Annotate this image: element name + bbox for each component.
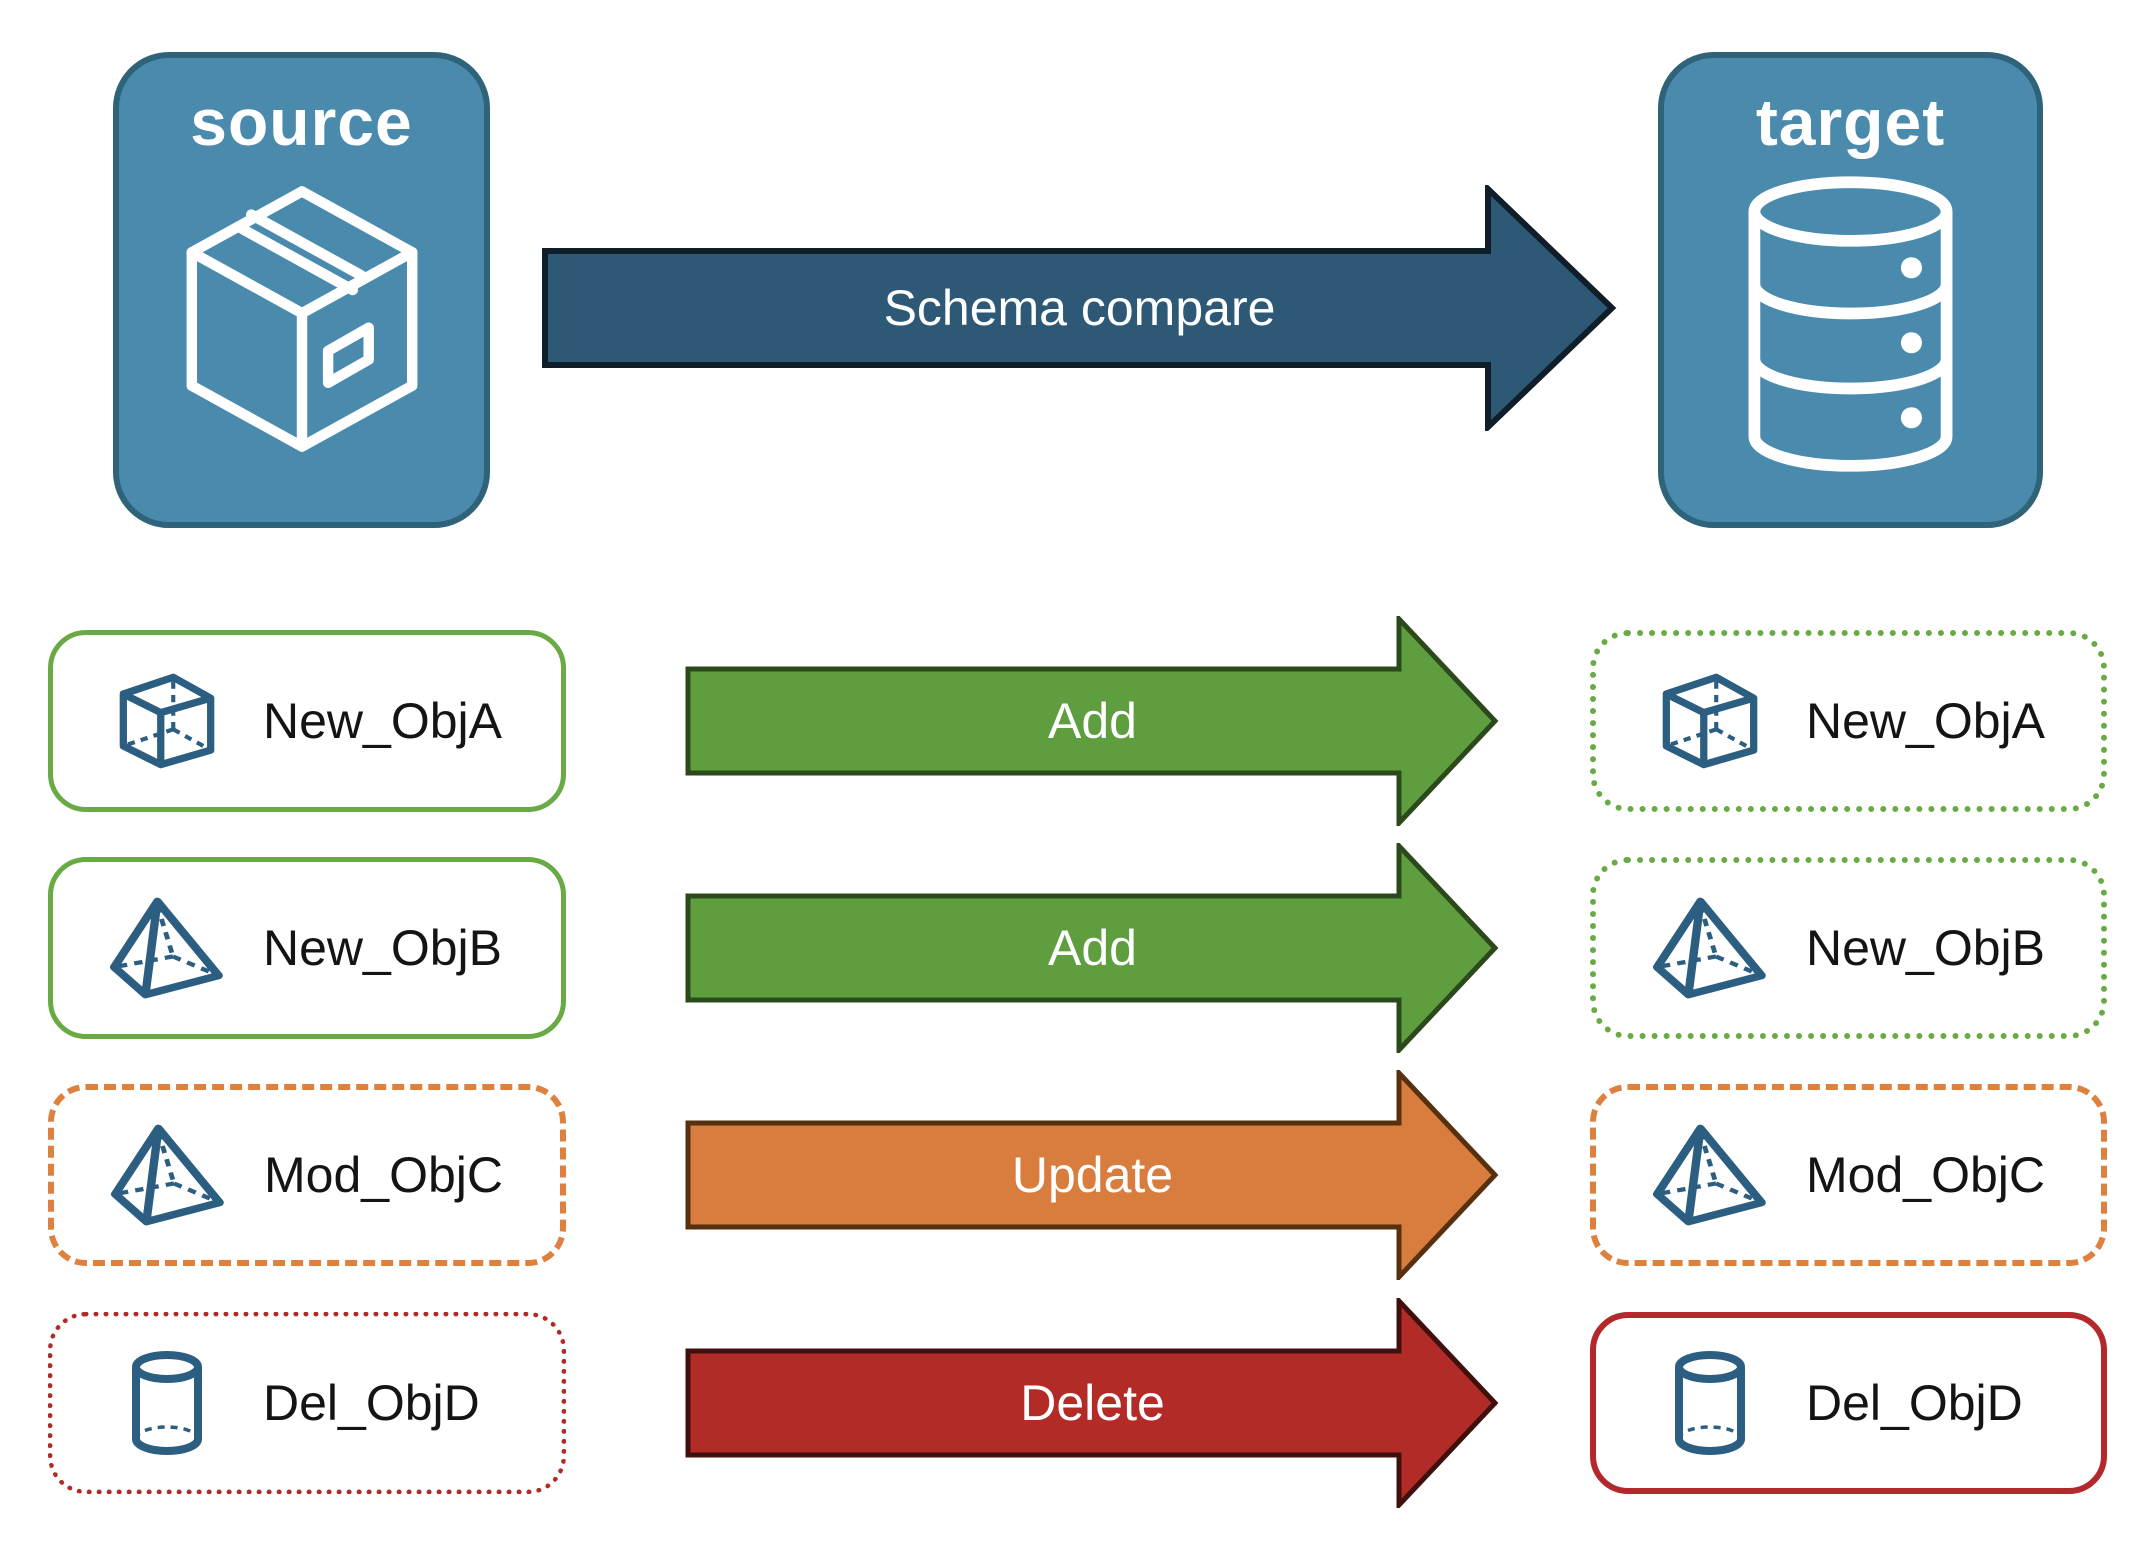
pyramid-icon: [108, 1122, 228, 1228]
target-object-label: New_ObjB: [1806, 920, 2045, 976]
target-object-box-new-obja: New_ObjA: [1590, 630, 2107, 812]
delete-arrow-shape: [685, 1298, 1499, 1508]
add-arrow-shape: [685, 843, 1499, 1053]
delete-arrow: Delete: [685, 1298, 1500, 1508]
source-panel: source: [113, 52, 490, 528]
source-object-box-del-objd: Del_ObjD: [48, 1312, 566, 1494]
pyramid-icon: [1650, 895, 1770, 1001]
add-arrow-row-0: Add: [685, 616, 1500, 826]
source-object-label: Del_ObjD: [263, 1375, 480, 1431]
source-object-label: New_ObjB: [263, 920, 502, 976]
pyramid-icon: [107, 895, 227, 1001]
target-object-box-del-objd: Del_ObjD: [1590, 1312, 2107, 1494]
target-panel-label: target: [1755, 85, 1946, 159]
cylinder-icon: [126, 1351, 208, 1455]
source-object-box-new-objb: New_ObjB: [48, 857, 566, 1039]
schema-compare-arrow: Schema compare: [542, 185, 1617, 431]
source-object-box-mod-objc: Mod_ObjC: [48, 1084, 566, 1266]
target-object-label: New_ObjA: [1806, 693, 2045, 749]
target-object-label: Del_ObjD: [1806, 1375, 2023, 1431]
cylinder-icon: [1669, 1351, 1751, 1455]
pyramid-icon: [1650, 1122, 1770, 1228]
source-object-box-new-obja: New_ObjA: [48, 630, 566, 812]
target-panel: target: [1658, 52, 2043, 528]
schema-compare-arrow-shape: [542, 185, 1617, 431]
target-object-box-new-objb: New_ObjB: [1590, 857, 2107, 1039]
source-panel-label: source: [190, 85, 413, 159]
database-icon: [1733, 174, 1968, 474]
add-arrow-row-1: Add: [685, 843, 1500, 1053]
target-object-box-mod-objc: Mod_ObjC: [1590, 1084, 2107, 1266]
cube-icon: [1658, 669, 1762, 773]
update-arrow-shape: [685, 1070, 1499, 1280]
add-arrow-shape: [685, 616, 1499, 826]
source-object-label: Mod_ObjC: [264, 1147, 503, 1203]
source-object-label: New_ObjA: [263, 693, 502, 749]
cube-icon: [115, 669, 219, 773]
update-arrow: Update: [685, 1070, 1500, 1280]
target-object-label: Mod_ObjC: [1806, 1147, 2045, 1203]
package-icon: [157, 174, 447, 464]
